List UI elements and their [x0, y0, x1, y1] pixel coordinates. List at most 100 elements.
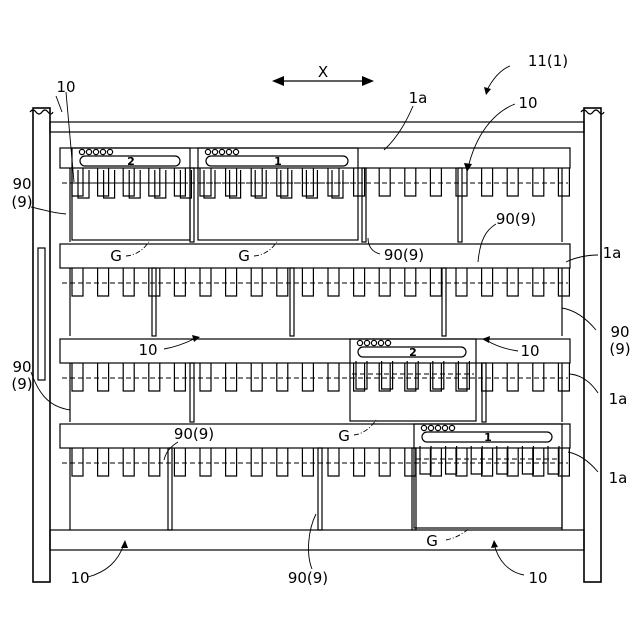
direction-label: X	[318, 63, 328, 81]
shelf-1	[60, 148, 570, 242]
comb-tooth	[72, 448, 83, 476]
ref-9-label-right: (9)	[609, 340, 630, 358]
comb-tooth	[149, 448, 160, 476]
comb-tooth	[405, 268, 416, 296]
cassette-number: 1	[274, 155, 282, 168]
comb-tooth	[507, 363, 518, 391]
comb-tooth	[354, 268, 365, 296]
comb-tooth	[354, 168, 365, 196]
indicator-circle	[93, 149, 98, 154]
ref-9-label-lower-left: (9)	[11, 375, 32, 393]
ref-10-label-top-left: 10	[56, 78, 75, 96]
comb-tooth	[174, 268, 185, 296]
ref-90-9-label-shelf4: 90(9)	[174, 425, 214, 443]
indicator-circle	[219, 149, 224, 154]
comb-tooth	[332, 170, 343, 198]
comb-tooth	[226, 363, 237, 391]
comb-tooth	[149, 363, 160, 391]
partition-90	[290, 268, 294, 336]
comb-tooth	[174, 448, 185, 476]
comb-tooth	[251, 448, 262, 476]
comb-tooth	[149, 268, 160, 296]
ref-1a-label-shelf2: 1a	[603, 244, 622, 262]
comb-tooth	[328, 448, 339, 476]
comb-tooth	[98, 268, 109, 296]
indicator-circle	[212, 149, 217, 154]
comb-tooth	[72, 268, 83, 296]
top-rail	[50, 122, 584, 132]
comb-tooth	[72, 363, 83, 391]
comb-tooth	[533, 168, 544, 196]
comb-tooth	[507, 168, 518, 196]
comb-tooth	[420, 446, 431, 474]
comb-tooth	[277, 363, 288, 391]
indicator-circle	[79, 149, 84, 154]
indicator-circle	[442, 425, 447, 430]
comb-tooth	[433, 361, 444, 389]
comb-tooth	[204, 170, 215, 198]
comb-tooth	[497, 446, 508, 474]
shelf-plate	[60, 339, 570, 363]
comb-tooth	[226, 168, 237, 196]
ref-90-label-right: 90	[610, 323, 629, 341]
right-post	[584, 108, 601, 582]
comb-tooth	[354, 363, 365, 391]
ref-1a-label-top: 1a	[409, 89, 428, 107]
side-handle	[38, 248, 45, 380]
comb-tooth	[255, 170, 266, 198]
ref-1a-label-shelf4: 1a	[609, 469, 628, 487]
ref-90-label-lower-left: 90	[12, 358, 31, 376]
comb-tooth	[277, 268, 288, 296]
cassette-number: 1	[484, 431, 492, 444]
ref-90-9-label-bottom: 90(9)	[288, 569, 328, 587]
comb-tooth	[382, 361, 393, 389]
comb-tooth	[354, 448, 365, 476]
comb-tooth	[251, 268, 262, 296]
comb-tooth	[123, 448, 134, 476]
comb-tooth	[277, 168, 288, 196]
comb-tooth	[281, 170, 292, 198]
comb-tooth	[379, 168, 390, 196]
comb-tooth	[306, 170, 317, 198]
comb-tooth	[558, 448, 569, 476]
comb-tooth	[548, 446, 559, 474]
comb-tooth	[430, 363, 441, 391]
comb-tooth	[123, 268, 134, 296]
partition-90	[482, 363, 486, 422]
comb-tooth	[507, 268, 518, 296]
comb-tooth	[200, 168, 211, 196]
comb-tooth	[458, 361, 469, 389]
comb-tooth	[456, 268, 467, 296]
comb-tooth	[174, 363, 185, 391]
comb-tooth	[507, 448, 518, 476]
ref-10-label-shelf3-left: 10	[138, 341, 157, 359]
ref-G-label-cassette-b: G	[238, 247, 250, 265]
comb-tooth	[251, 363, 262, 391]
comb-tooth	[200, 268, 211, 296]
indicator-circle	[428, 425, 433, 430]
shelf-plate	[60, 424, 570, 448]
cassette-number: 2	[127, 155, 135, 168]
partition-90	[168, 448, 172, 530]
comb-tooth	[533, 268, 544, 296]
comb-tooth	[482, 268, 493, 296]
cassette-G-3: 2	[350, 339, 476, 421]
shelf-plate	[60, 148, 570, 168]
comb-tooth	[328, 168, 339, 196]
comb-tooth	[405, 363, 416, 391]
comb-tooth	[379, 268, 390, 296]
leader-lines	[31, 66, 598, 577]
indicator-circle	[107, 149, 112, 154]
comb-tooth	[446, 446, 457, 474]
ref-G-label-cassette-d: G	[426, 532, 438, 550]
shelf-2	[60, 244, 570, 336]
ref-G-label-cassette-c: G	[338, 427, 350, 445]
comb-tooth	[533, 363, 544, 391]
ref-90-label-upper-left: 90	[12, 175, 31, 193]
comb-tooth	[277, 448, 288, 476]
comb-tooth	[98, 448, 109, 476]
indicator-circle	[100, 149, 105, 154]
partition-90	[152, 268, 156, 336]
ref-10-label-bottom-left: 10	[70, 569, 89, 587]
comb-tooth	[302, 448, 313, 476]
